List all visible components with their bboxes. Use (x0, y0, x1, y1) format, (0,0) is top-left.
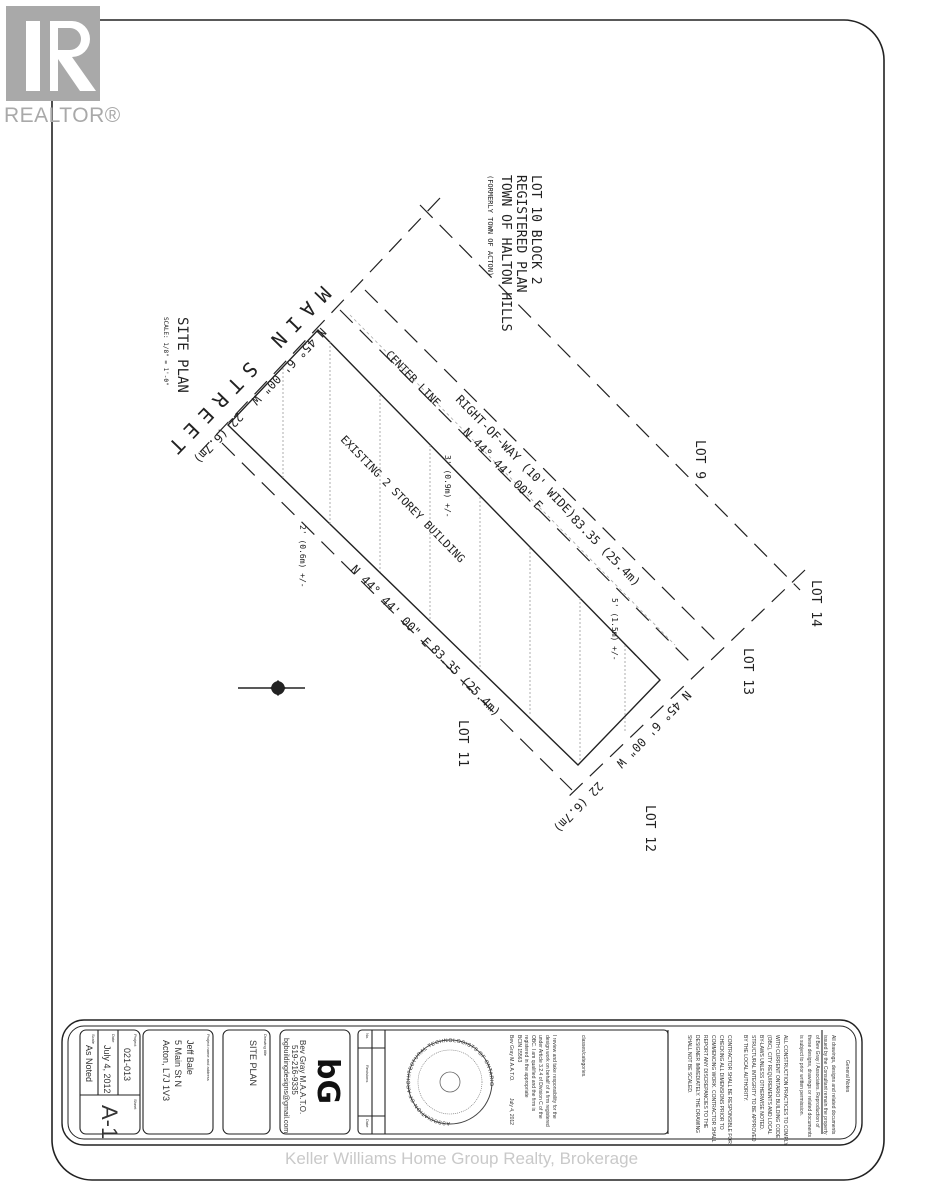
offset-label-1: 3' (0.9m) +/- (443, 455, 452, 518)
lot10-line2: REGISTERED PLAN (513, 175, 528, 292)
general-note-line: of Bev Gray / Associates. Reproduction o… (814, 1035, 820, 1128)
firm-logo: bG (310, 1058, 345, 1104)
general-notes-title: General Notes (844, 1060, 850, 1093)
date-label: Date (111, 1034, 116, 1043)
declaration-line: design work on behalf of a firm register… (544, 1035, 550, 1127)
sheet-number: A-1 (97, 1105, 122, 1139)
title-block-cells (79, 1029, 823, 1135)
declaration-line: registered in the appropriate (523, 1035, 529, 1098)
lot10-line4: (FORMERLY TOWN OF ACTON) (486, 175, 494, 276)
general-note-line: issued by the Consultant remain the prop… (822, 1035, 828, 1135)
scale-label: Scale (91, 1034, 96, 1045)
project-number: 021-013 (122, 1048, 132, 1081)
general-note-line: All drawings, designs and related docume… (830, 1035, 836, 1135)
property-lines (199, 197, 806, 801)
drawing-title: SITE PLAN (248, 1040, 258, 1086)
bearing-ne-bottom: N 44° 44' 00" E (348, 562, 434, 649)
client-name: Jeff Bale (185, 1040, 195, 1075)
general-note-line: BY THE LOCAL AUTHORITY. (742, 1035, 748, 1101)
declaration-line: under Article 3.2.4 of Division C of the (537, 1035, 543, 1119)
general-note-line: (OBC), CITY REQUIREMENTS AND LOCAL (766, 1035, 772, 1135)
general-note-line: WITH CURRENT ONTARIO BUILDING CODE (774, 1035, 780, 1139)
general-note-line: is subject to prior written permission. (798, 1035, 804, 1116)
declaration: I review and take responsibility for the… (523, 1035, 586, 1127)
sign-date: July 4, 2012 (508, 1098, 514, 1125)
brokerage-watermark: Keller Williams Home Group Realty, Broke… (285, 1149, 639, 1168)
revisions-header: Revisions (365, 1065, 370, 1082)
firm-phone: 519-216-9335 (290, 1045, 299, 1095)
site-plan-title: SITE PLAN (174, 317, 190, 393)
revision-date-header: Date (365, 1119, 370, 1128)
sheet-label: Sheet (133, 1099, 138, 1110)
declaration-line: I review and take responsibility for the (551, 1035, 557, 1119)
general-note-line: these designs, drawings or related docum… (806, 1035, 812, 1138)
revision-no-header: No. (365, 1033, 370, 1039)
general-note-line: BY-LAWS UNLESS OTHERWISE NOTED. (758, 1035, 764, 1130)
center-line-label: CENTER LINE (383, 348, 443, 409)
north-arrow-icon (238, 680, 305, 696)
general-note-line: CHECKING ALL DIMENSIONS PRIOR TO (718, 1035, 724, 1130)
right-of-way-label: RIGHT-OF-WAY (10' WIDE) (453, 392, 579, 521)
drawing-title-label: Drawing title (263, 1034, 268, 1057)
building-hatch-lines (282, 342, 626, 762)
lot-outline (227, 328, 661, 766)
general-note-line: COMMENCING WORK. CONTRACTOR SHALL (710, 1035, 716, 1143)
scale-value: As Noted (84, 1045, 94, 1082)
general-note-line: STRUCTURAL INTEGRITY TO BE APPROVED (750, 1035, 756, 1142)
client-address-1: 5 Main St N (173, 1040, 183, 1087)
date-value: July 4, 2012 (102, 1045, 112, 1094)
lot9-label: LOT 9 (692, 440, 707, 479)
general-note-line: REPORT ANY DISCREPANCIES TO THE (702, 1035, 708, 1129)
title-block-border (61, 1019, 863, 1146)
svg-text:ASSOCIATION OF ARCHITECTURAL T: ASSOCIATION OF ARCHITECTURAL TECHNOLOGIS… (406, 1038, 494, 1126)
general-note-line: ALL CONSTRUCTION PRACTICES TO COMPLY (782, 1035, 788, 1146)
firm-email: bgbuildingdesigns@gmail.com (282, 1038, 289, 1133)
lot14-label: LOT 14 (808, 580, 823, 627)
declaration-line: classes/categories. (580, 1035, 586, 1078)
general-note-line: SHALL NOT BE SCALED. (686, 1035, 692, 1093)
outer-border (51, 19, 885, 1181)
lot13-label: LOT 13 (740, 648, 755, 695)
lot12-label: LOT 12 (642, 805, 657, 852)
project-label: Project (133, 1034, 138, 1047)
lot10-line1: LOT 10 BLOCK 2 (528, 175, 543, 285)
firm-name: Bev Gray M.A.A.T.O. (298, 1040, 307, 1114)
center-line (349, 314, 676, 646)
declaration-line: OBC. I am qualified and the firm is (530, 1035, 536, 1112)
offset-label-2: 2' (0.6m) +/- (298, 525, 307, 588)
signer-bcin: BCIN 15563 (516, 1035, 522, 1062)
title-block-inner-border (67, 1025, 857, 1140)
signer-name: Bev Gray M.A.A.T.O. (508, 1035, 514, 1081)
client-address-2: Acton, L7J 1V3 (161, 1040, 171, 1101)
general-note-line: CONTRACTOR SHALL BE RESPONSIBLE FOR (726, 1035, 732, 1144)
general-note-line: DESIGNER IMMEDIATELY. THE DRAWING (694, 1035, 700, 1133)
lot11-label: LOT 11 (455, 720, 470, 767)
site-plan-scale: SCALE: 1/8" = 1'-0" (162, 317, 169, 386)
client-label: Project name and address (206, 1034, 211, 1081)
general-notes: All drawings, designs and related docume… (686, 1035, 836, 1146)
seal-text: ASSOCIATION OF ARCHITECTURAL TECHNOLOGIS… (406, 1038, 494, 1126)
offset-label-3: 5' (1.5m) +/- (610, 598, 619, 661)
realtor-wordmark: REALTOR® (4, 104, 121, 127)
professional-seal: ASSOCIATION OF ARCHITECTURAL TECHNOLOGIS… (406, 1038, 494, 1126)
realtor-logo (6, 6, 100, 101)
lot10-line3: TOWN OF HALTON HILLS (498, 175, 513, 332)
